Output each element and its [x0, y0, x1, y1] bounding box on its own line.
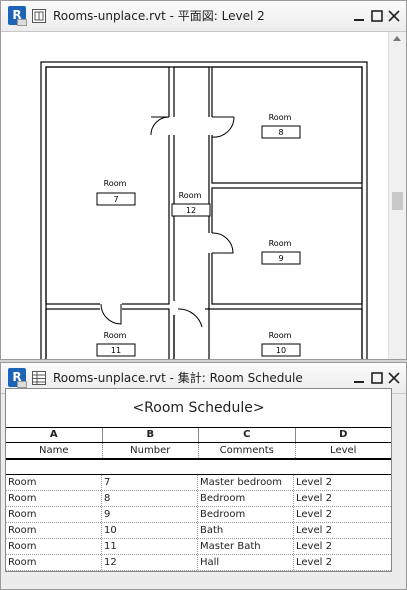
cell-number[interactable]: 12 [102, 555, 198, 570]
room-tag-number[interactable]: 12 [186, 206, 196, 215]
cell-level[interactable]: Level 2 [296, 477, 332, 488]
header-row: Name Number Comments Level [6, 443, 391, 460]
schedule-view-icon [32, 371, 46, 385]
cell-comments[interactable]: Hall [198, 555, 294, 570]
cell-level[interactable]: Level 2 [296, 541, 332, 552]
table-row[interactable]: Room 9 Bedroom Level 2 [6, 507, 391, 523]
cell-comments[interactable]: Bath [198, 523, 294, 538]
cell-number[interactable]: 11 [102, 539, 198, 554]
cell-name[interactable]: Room [6, 507, 102, 522]
cell-level[interactable]: Level 2 [296, 557, 332, 568]
cell-number[interactable]: 7 [102, 475, 198, 490]
floor-plan-canvas[interactable]: Room 7 Room 8 Room 9 Room 10 Room 11 Roo… [1, 32, 387, 359]
table-row[interactable]: Room 12 Hall Level 2 [6, 555, 391, 571]
schedule-window-title: Rooms-unplace.rvt - 集計: Room Schedule [53, 371, 303, 385]
minimize-icon[interactable] [352, 9, 366, 23]
revit-app-icon[interactable]: R [8, 6, 27, 26]
header-spacer [6, 460, 391, 475]
column-letter-row: A B C D [6, 428, 391, 443]
room-schedule-table[interactable]: <Room Schedule> A B C D Name Number Comm… [5, 388, 392, 572]
table-row[interactable]: Room 8 Bedroom Level 2 [6, 491, 391, 507]
header-number[interactable]: Number [103, 443, 199, 458]
close-icon[interactable] [387, 9, 401, 23]
maximize-icon[interactable] [370, 371, 384, 385]
plan-window-title: Rooms-unplace.rvt - 平面図: Level 2 [53, 9, 265, 23]
cell-name[interactable]: Room [6, 555, 102, 570]
column-letter[interactable]: D [339, 429, 348, 440]
cell-comments[interactable]: Master bedroom [198, 475, 294, 490]
table-row[interactable]: Room 10 Bath Level 2 [6, 523, 391, 539]
room-tag-label[interactable]: Room [104, 331, 127, 340]
room-tag-number[interactable]: 9 [278, 254, 283, 263]
table-row[interactable]: Room 7 Master bedroom Level 2 [6, 475, 391, 491]
room-tag-number[interactable]: 11 [111, 346, 121, 355]
maximize-icon[interactable] [370, 9, 384, 23]
room-tag-number[interactable]: 8 [278, 128, 283, 137]
cell-comments[interactable]: Master Bath [198, 539, 294, 554]
cell-number[interactable]: 10 [102, 523, 198, 538]
cell-level[interactable]: Level 2 [296, 525, 332, 536]
scroll-thumb[interactable] [392, 192, 403, 210]
table-row[interactable]: Room 11 Master Bath Level 2 [6, 539, 391, 555]
room-tag-number[interactable]: 7 [113, 195, 118, 204]
room-tag-label[interactable]: Room [269, 331, 292, 340]
revit-app-icon[interactable]: R [8, 368, 27, 388]
room-tag-label[interactable]: Room [104, 179, 127, 188]
scroll-up-arrow-icon[interactable] [393, 36, 401, 41]
plan-title-bar[interactable]: R Rooms-unplace.rvt - 平面図: Level 2 [1, 1, 406, 32]
cell-comments[interactable]: Bedroom [198, 491, 294, 506]
cell-comments[interactable]: Bedroom [198, 507, 294, 522]
column-letter[interactable]: B [103, 428, 199, 442]
room-tag-label[interactable]: Room [179, 191, 202, 200]
header-level[interactable]: Level [330, 445, 357, 456]
room-tag-label[interactable]: Room [269, 239, 292, 248]
floor-plan-window: R Rooms-unplace.rvt - 平面図: Level 2 [0, 0, 407, 360]
cell-name[interactable]: Room [6, 539, 102, 554]
room-schedule-window: R Rooms-unplace.rvt - 集計: Room Schedule … [0, 362, 407, 590]
minimize-icon[interactable] [352, 371, 366, 385]
cell-name[interactable]: Room [6, 475, 102, 490]
close-icon[interactable] [387, 371, 401, 385]
room-tag-number[interactable]: 10 [276, 346, 286, 355]
cell-number[interactable]: 9 [102, 507, 198, 522]
schedule-title[interactable]: <Room Schedule> [6, 389, 391, 428]
room-tag-label[interactable]: Room [269, 113, 292, 122]
column-letter[interactable]: A [6, 428, 103, 442]
header-name[interactable]: Name [6, 443, 103, 458]
cell-level[interactable]: Level 2 [296, 509, 332, 520]
column-letter[interactable]: C [199, 428, 296, 442]
cell-name[interactable]: Room [6, 491, 102, 506]
plan-vertical-scrollbar[interactable] [388, 32, 406, 359]
cell-level[interactable]: Level 2 [296, 493, 332, 504]
floor-plan-drawing: Room 7 Room 8 Room 9 Room 10 Room 11 Roo… [40, 61, 368, 359]
floor-plan-view-icon [32, 9, 46, 23]
header-comments[interactable]: Comments [199, 443, 296, 458]
cell-name[interactable]: Room [6, 523, 102, 538]
cell-number[interactable]: 8 [102, 491, 198, 506]
